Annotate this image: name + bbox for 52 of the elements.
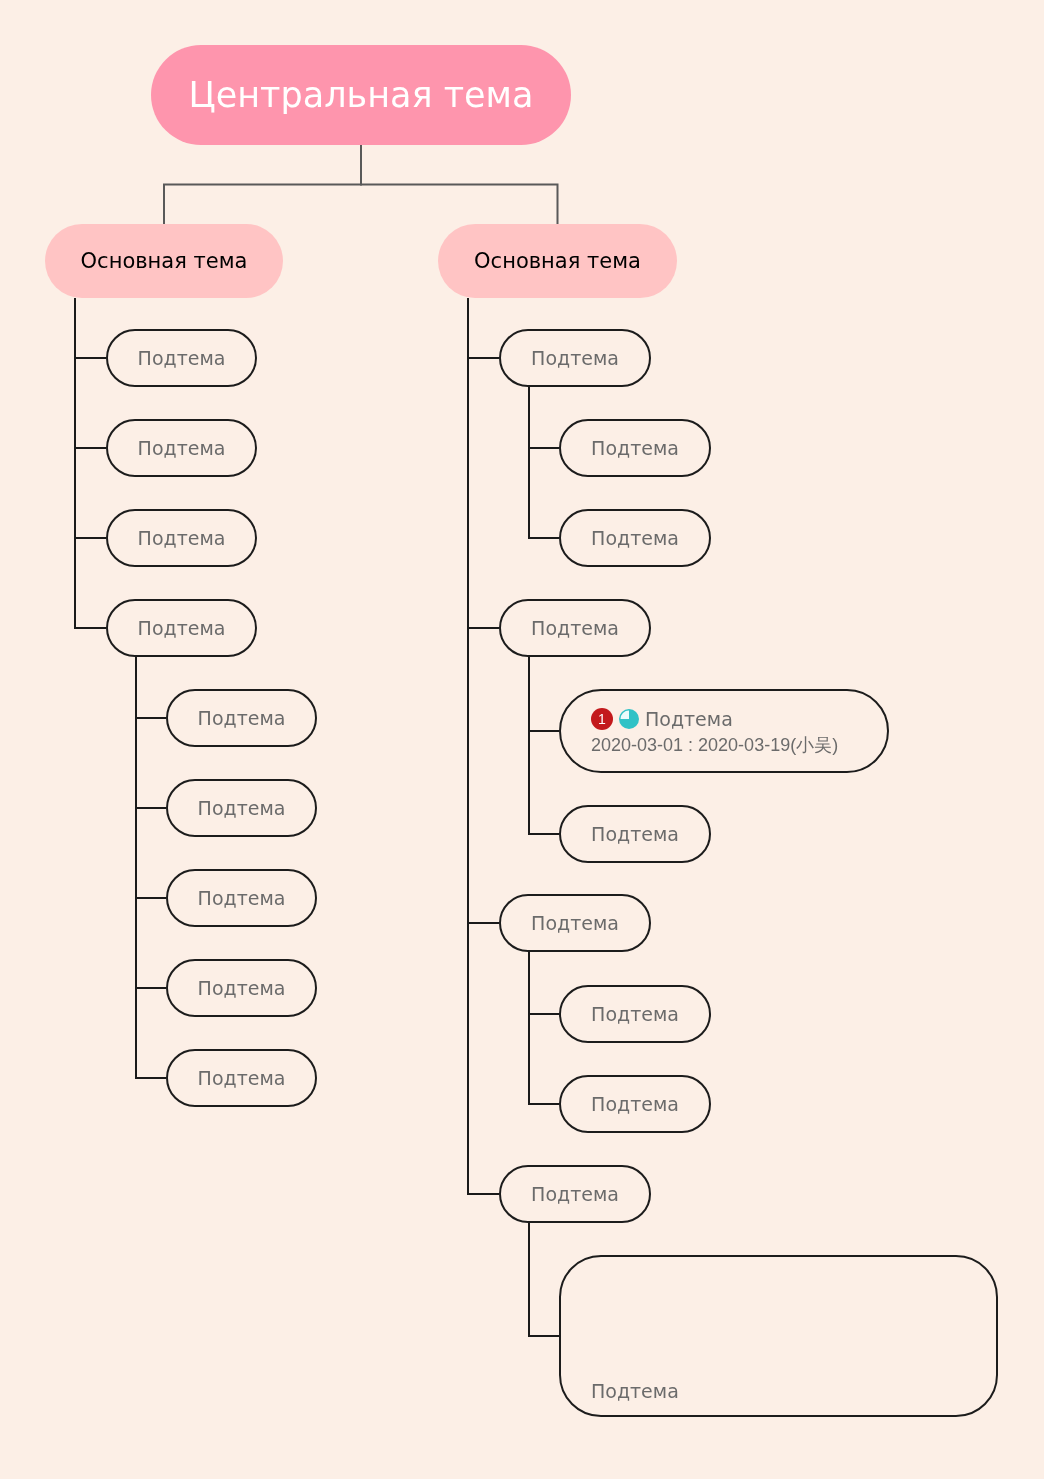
topic-label: Подтема [197,978,286,998]
topic-label: Подтема [591,438,679,458]
topic-label: Подтема [137,618,226,638]
subtopic-box [106,509,257,567]
subtopic-box [559,805,711,863]
connector-line [528,951,560,1105]
connector-line [528,386,560,539]
topic-label: Основная тема [80,250,248,272]
topic-label: Подтема [531,1184,619,1204]
subtopic-box [499,894,651,952]
topic-label: Подтема [531,348,619,368]
subtopic-box [106,419,257,477]
subtopic-box [559,509,711,567]
connector-line [528,1222,560,1337]
topic-label: Подтема [137,528,226,548]
topic-label: Подтема [197,798,286,818]
topic-label: Подтема [197,888,286,908]
subtopic-box [559,985,711,1043]
subtopic-box [166,779,317,837]
connector-line [135,656,167,1079]
subtopic-box [106,329,257,387]
subtopic-box [559,689,889,773]
subtopic-box [166,689,317,747]
topic-label: Центральная тема [188,77,534,113]
topic-label: Подтема [531,913,619,933]
topic-label: Подтема [591,1004,679,1024]
topic-label: Подтема [197,1068,286,1088]
subtopic-box [499,1165,651,1223]
topic-label: Подтема [591,528,679,548]
subtopic-box [166,869,317,927]
topic-label: Основная тема [474,250,641,272]
subtopic-box [559,419,711,477]
topic-label: Подтема [591,824,679,844]
topic-label: Подтема [137,438,226,458]
topic-label: Подтема [137,348,226,368]
connector-line [360,144,559,225]
subtopic-box [106,599,257,657]
topic-label: Подтема [197,708,286,728]
priority-badge: 1 [591,708,613,730]
topic-label: Подтема [531,618,619,638]
subtopic-box [559,1255,998,1417]
date-range-text: 2020-03-01 : 2020-03-19(小吴) [591,736,839,754]
topic-label: Подтема [645,709,733,729]
topic-label: Подтема [591,1094,679,1114]
connector-line [528,656,560,835]
topic-label: Подтема [591,1382,679,1401]
subtopic-box [499,599,651,657]
subtopic-box [166,959,317,1017]
subtopic-box [166,1049,317,1107]
subtopic-box [559,1075,711,1133]
subtopic-box [499,329,651,387]
connector-line [74,297,107,629]
